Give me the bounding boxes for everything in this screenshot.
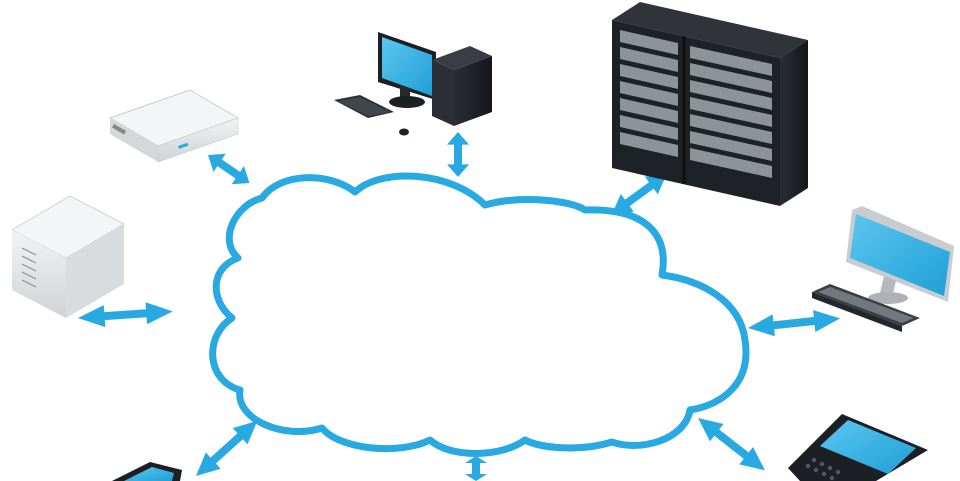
server-rack-icon bbox=[612, 2, 808, 206]
monitor-keyboard-icon bbox=[812, 206, 954, 332]
smartphone-icon bbox=[112, 462, 182, 481]
cloud-icon bbox=[209, 172, 750, 457]
desktop-computer-icon bbox=[334, 32, 492, 136]
network-storage-icon bbox=[108, 89, 240, 163]
smartphone-keyboard-icon bbox=[788, 414, 928, 481]
double-arrow-icon bbox=[188, 412, 265, 481]
double-arrow-icon bbox=[447, 132, 469, 177]
double-arrow-icon bbox=[201, 145, 256, 193]
double-arrow-icon bbox=[691, 409, 772, 479]
double-arrow-icon bbox=[746, 307, 842, 339]
double-arrow-icon bbox=[77, 300, 174, 329]
tower-server-icon bbox=[11, 195, 125, 318]
double-arrow-icon bbox=[465, 456, 487, 481]
